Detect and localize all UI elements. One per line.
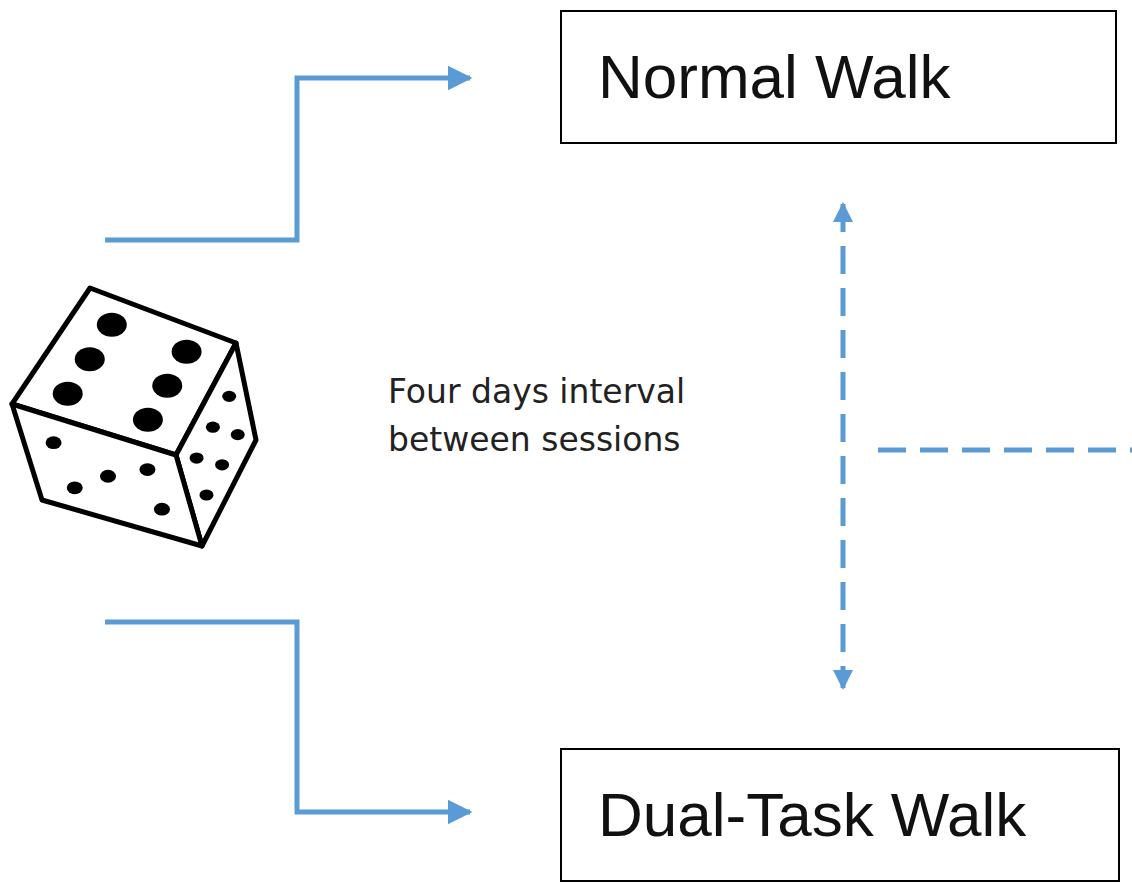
branch-line — [105, 78, 470, 240]
die-pip — [154, 503, 170, 516]
die-pip — [206, 422, 220, 433]
process-box: Dual-Task Walk — [560, 748, 1120, 882]
die-pip — [215, 459, 229, 470]
dice-illustration — [12, 288, 256, 546]
die-face — [12, 404, 202, 546]
die-pip — [53, 382, 83, 406]
die-pip — [100, 470, 116, 483]
process-box: Normal Walk — [560, 10, 1117, 144]
die-pip — [97, 313, 127, 337]
branch-line — [105, 622, 470, 812]
die-pip — [46, 436, 62, 449]
die-pip — [199, 489, 213, 500]
die-pip — [222, 391, 236, 402]
box-label: Dual-Task Walk — [598, 781, 1026, 849]
dashed-arrow — [841, 204, 846, 688]
die-pip — [172, 340, 202, 364]
die-pip — [139, 463, 155, 476]
die-pip — [133, 408, 163, 432]
box-label: Normal Walk — [598, 43, 951, 111]
interval-note: Four days interval between sessions — [388, 368, 788, 464]
die-pip — [190, 452, 204, 463]
die-pip — [231, 429, 245, 440]
dashed-line — [878, 448, 1132, 453]
die-pip — [152, 374, 182, 398]
die-pip — [75, 347, 105, 371]
die-pip — [67, 481, 83, 494]
